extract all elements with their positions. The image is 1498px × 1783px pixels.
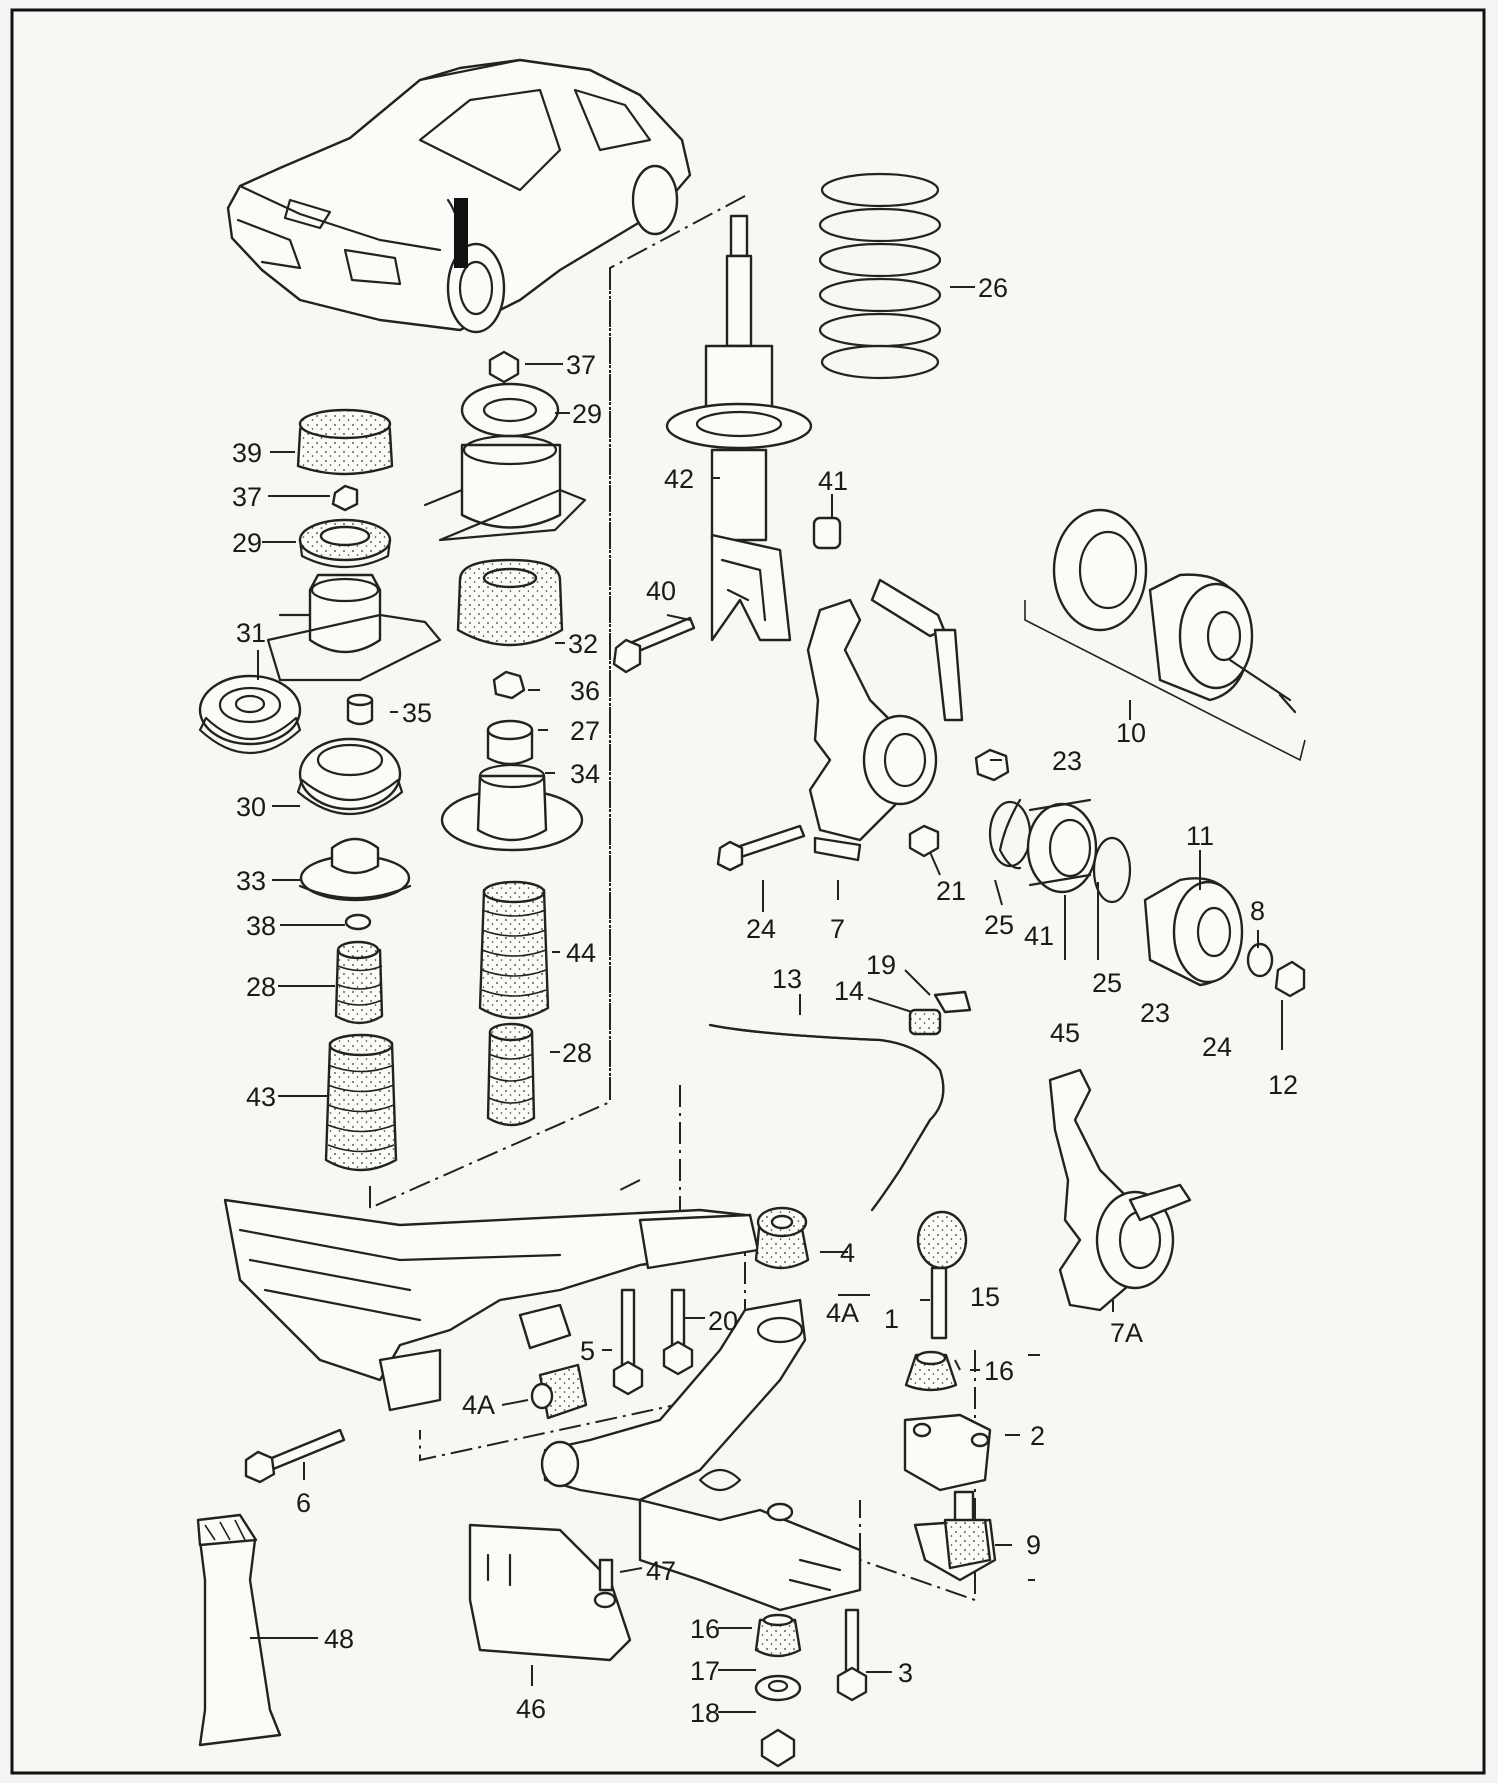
- callout-48: 48: [324, 1624, 354, 1654]
- callout-38: 38: [246, 911, 276, 941]
- callout-44: 44: [566, 938, 596, 968]
- hub-assembly: [1024, 508, 1306, 762]
- callout-39: 39: [232, 438, 262, 468]
- callout-42: 42: [664, 464, 694, 494]
- callout-36: 36: [570, 676, 600, 706]
- callout-29-top: 29: [572, 399, 602, 429]
- callout-25-left: 25: [984, 910, 1014, 940]
- lower-fasteners: [754, 1608, 868, 1768]
- callout-43: 43: [246, 1082, 276, 1112]
- callout-23-upper: 23: [1052, 746, 1082, 776]
- stabiliser-bar: [708, 990, 972, 1340]
- steering-knuckle: [806, 578, 964, 862]
- callout-7: 7: [830, 914, 845, 944]
- callout-4A-left: 4A: [462, 1390, 495, 1420]
- callout-15: 15: [970, 1282, 1000, 1312]
- callout-2: 2: [1030, 1421, 1045, 1451]
- leader-lines: [250, 286, 1283, 1713]
- callout-9: 9: [1026, 1530, 1041, 1560]
- callout-45: 45: [1050, 1018, 1080, 1048]
- strut-assembly: [665, 214, 813, 642]
- center-mount-stack: [423, 350, 587, 1127]
- callout-26: 26: [978, 273, 1008, 303]
- callout-11: 11: [1186, 821, 1214, 851]
- callout-46: 46: [516, 1694, 546, 1724]
- strut-bolt-and-bush: [612, 516, 842, 674]
- subframe: [223, 1198, 760, 1412]
- callout-30: 30: [236, 792, 266, 822]
- callout-4: 4: [840, 1238, 855, 1268]
- callout-7A: 7A: [1110, 1318, 1143, 1348]
- callout-29-left: 29: [232, 528, 262, 558]
- control-arm-bushes: [530, 1206, 810, 1420]
- callout-41-strut: 41: [818, 466, 848, 496]
- callouts: 37 29 26 39 37 29 42 41 40 31 32 35 36 2…: [232, 273, 1298, 1728]
- callout-21: 21: [936, 876, 966, 906]
- callout-14: 14: [834, 976, 864, 1006]
- callout-41-bearing: 41: [1024, 921, 1054, 951]
- replacement-knuckle: [1048, 1068, 1192, 1312]
- callout-37-left: 37: [232, 482, 262, 512]
- callout-33: 33: [236, 866, 266, 896]
- callout-16-lower: 16: [690, 1614, 720, 1644]
- callout-8: 8: [1250, 896, 1265, 926]
- coil-spring: [818, 172, 942, 380]
- left-mount-stack: [198, 408, 442, 1172]
- callout-5: 5: [580, 1336, 595, 1366]
- callout-20: 20: [708, 1306, 738, 1336]
- callout-1: 1: [884, 1304, 899, 1334]
- callout-40: 40: [646, 576, 676, 606]
- callout-16-upper: 16: [984, 1356, 1014, 1386]
- callout-27: 27: [570, 716, 600, 746]
- callout-37-top: 37: [566, 350, 596, 380]
- callout-34: 34: [570, 759, 600, 789]
- callout-10: 10: [1116, 718, 1146, 748]
- callout-13: 13: [772, 964, 802, 994]
- callout-25-right: 25: [1092, 968, 1122, 998]
- callout-6: 6: [296, 1488, 311, 1518]
- callout-12: 12: [1268, 1070, 1298, 1100]
- callout-31: 31: [236, 618, 266, 648]
- callout-19: 19: [866, 950, 896, 980]
- callout-17: 17: [690, 1656, 720, 1686]
- callout-23-lower: 23: [1140, 998, 1170, 1028]
- callout-24-lower: 24: [1202, 1032, 1232, 1062]
- callout-18: 18: [690, 1698, 720, 1728]
- wheel-hub: [1143, 877, 1306, 998]
- callout-47: 47: [646, 1556, 676, 1586]
- control-arm: [540, 1298, 862, 1612]
- car-illustration: [226, 58, 692, 334]
- callout-28-left: 28: [246, 972, 276, 1002]
- underbody-parts: [196, 1513, 632, 1747]
- wheel-bearing-set: [988, 798, 1132, 904]
- subframe-bolts: [244, 1288, 694, 1484]
- callout-28-center: 28: [562, 1038, 592, 1068]
- callout-24-upper: 24: [746, 914, 776, 944]
- callout-3: 3: [898, 1658, 913, 1688]
- ball-joint-parts: [903, 1350, 997, 1582]
- callout-4A-right: 4A: [826, 1298, 859, 1328]
- knuckle-fasteners: [716, 748, 1010, 872]
- callout-35: 35: [402, 698, 432, 728]
- callout-32: 32: [568, 629, 598, 659]
